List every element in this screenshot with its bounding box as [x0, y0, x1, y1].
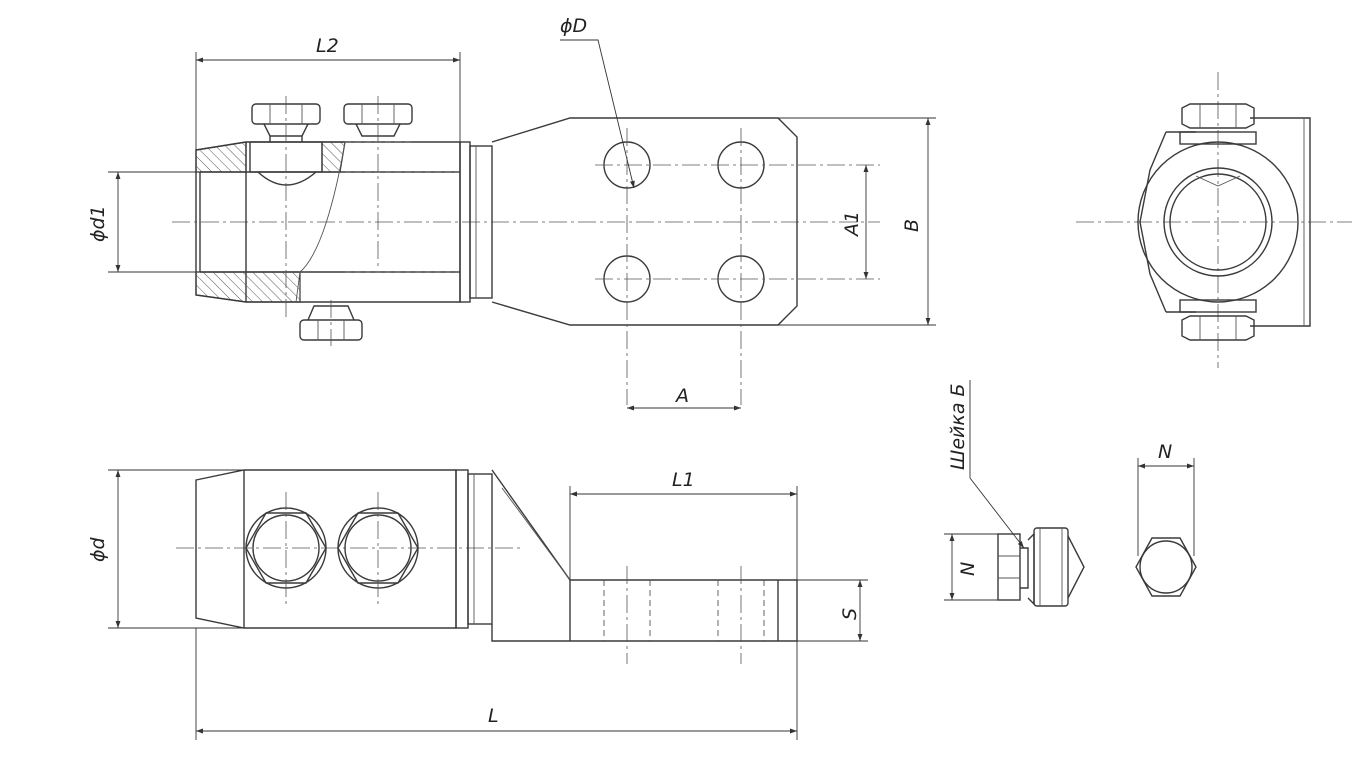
label-A: A	[674, 385, 689, 407]
screw-detail	[997, 527, 1197, 607]
label-S: S	[839, 608, 861, 620]
label-L2: L2	[316, 35, 339, 57]
label-d: ϕd	[87, 536, 109, 562]
label-N-screw: N	[957, 562, 979, 576]
label-d1: ϕd1	[87, 205, 109, 242]
label-L1: L1	[672, 469, 695, 491]
label-N-hex: N	[1158, 441, 1172, 463]
dimensions	[108, 39, 1195, 740]
label-neck: Шейка Б	[947, 383, 969, 470]
label-D: ϕD	[560, 15, 587, 37]
label-L: L	[488, 705, 499, 727]
label-B: B	[901, 219, 923, 232]
top-view	[172, 96, 880, 405]
front-view	[176, 469, 798, 664]
dimension-labels: L2 ϕD ϕd1 A1 B A L1 ϕd S L Шейка Б N N	[87, 15, 1172, 727]
end-view	[1076, 72, 1352, 368]
label-A1: A1	[841, 211, 863, 238]
